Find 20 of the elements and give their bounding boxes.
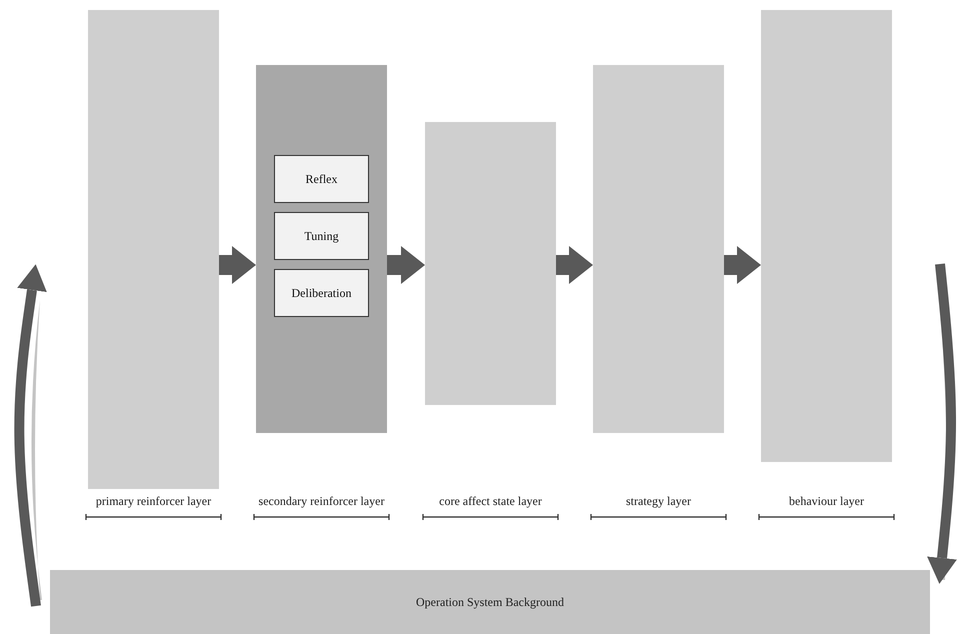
layer-label: behaviour layer [788,494,865,509]
curved-arrow [927,264,957,584]
process-box: Deliberation [274,269,369,317]
layer-label: core affect state layer [438,494,543,509]
block-arrow [724,246,761,284]
layer-column [425,122,556,405]
process-box: Reflex [274,155,369,203]
curved-arrow [14,264,47,607]
layer-column [761,10,892,462]
block-arrow [219,246,256,284]
layer-column [593,65,724,433]
layer-label: secondary reinforcer layer [258,494,386,509]
layer-column [256,65,387,433]
layer-column [88,10,219,489]
block-arrow [387,246,425,284]
block-arrow [556,246,593,284]
layer-label: primary reinforcer layer [94,494,212,509]
background-band: Operation System Background [50,570,930,634]
process-box: Tuning [274,212,369,260]
layer-label: strategy layer [625,494,692,509]
